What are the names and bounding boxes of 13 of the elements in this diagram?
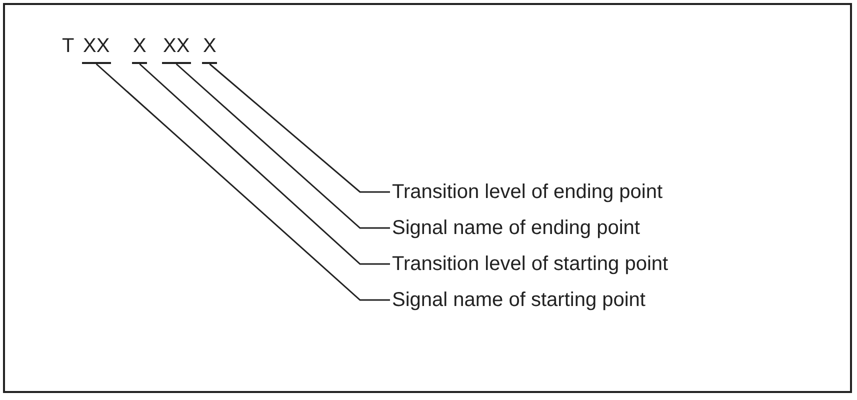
leader-line (209, 63, 390, 193)
code-field: X (202, 34, 218, 64)
code-field: XX (162, 34, 191, 64)
field-description: Signal name of starting point (392, 288, 646, 312)
field-description: Transition level of starting point (392, 252, 668, 276)
code-prefix: T (62, 34, 74, 58)
leader-line (176, 63, 390, 229)
code-field: X (132, 34, 148, 64)
leader-line (96, 63, 390, 301)
code-field: XX (82, 34, 111, 64)
field-description: Signal name of ending point (392, 216, 640, 240)
leader-line (139, 63, 390, 265)
field-description: Transition level of ending point (392, 180, 663, 204)
